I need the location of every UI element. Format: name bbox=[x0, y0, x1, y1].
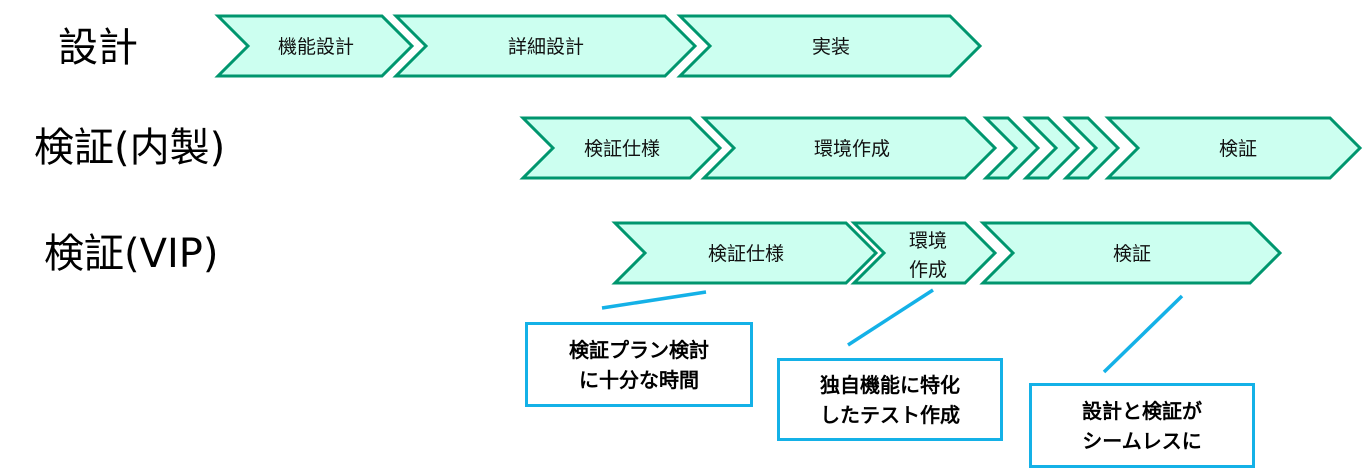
chevron-label: 環境 bbox=[909, 230, 947, 252]
chevron-implementation bbox=[676, 14, 983, 78]
vip-verification-phase-row: 検証仕様 環境 作成 検証 bbox=[611, 221, 1283, 285]
callout-line: 設計と検証が bbox=[1082, 398, 1202, 423]
chevron-iteration bbox=[982, 116, 1041, 180]
chevron-label: 検証仕様 bbox=[708, 243, 784, 265]
callout-line: シームレスに bbox=[1082, 428, 1202, 453]
chevron-label: 検証仕様 bbox=[584, 138, 660, 160]
chevron-verification-spec bbox=[611, 221, 879, 285]
callout-box-planning-time: 検証プラン検討 に十分な時間 bbox=[525, 322, 753, 407]
chevron-label: 環境作成 bbox=[814, 138, 890, 160]
design-phase-row: 機能設計 詳細設計 実装 bbox=[214, 14, 983, 78]
chevron-verification bbox=[1104, 116, 1363, 180]
callout-line: 独自機能に特化 bbox=[820, 372, 960, 397]
callout-leader-line bbox=[847, 288, 934, 347]
chevron-label: 実装 bbox=[812, 36, 850, 58]
chevron-environment-setup bbox=[850, 221, 998, 285]
callout-line: に十分な時間 bbox=[579, 367, 699, 392]
chevron-verification bbox=[979, 221, 1283, 285]
callout-line: したテスト作成 bbox=[820, 402, 960, 427]
callout-box-seamless: 設計と検証が シームレスに bbox=[1029, 383, 1255, 468]
callout-box-custom-tests: 独自機能に特化 したテスト作成 bbox=[777, 358, 1003, 441]
chevron-functional-design bbox=[214, 14, 415, 78]
callout-leader-line bbox=[1102, 294, 1184, 374]
row-label-verification-inhouse: 検証(内製) bbox=[34, 125, 226, 171]
chevron-iteration bbox=[1062, 116, 1121, 180]
chevron-verification-spec bbox=[519, 116, 723, 180]
row-label-verification-vip: 検証(VIP) bbox=[44, 231, 219, 277]
inhouse-verification-phase-row: 検証仕様 環境作成 検証 bbox=[519, 116, 1363, 180]
chevron-environment-setup bbox=[700, 116, 998, 180]
chevron-label: 詳細設計 bbox=[508, 36, 584, 58]
chevron-label: 検証 bbox=[1219, 138, 1257, 160]
chevron-label: 作成 bbox=[909, 259, 947, 281]
callout-line: 検証プラン検討 bbox=[569, 337, 709, 362]
chevron-detailed-design bbox=[392, 14, 698, 78]
chevron-label: 機能設計 bbox=[278, 36, 354, 58]
chevron-label: 検証 bbox=[1113, 243, 1151, 265]
row-label-design: 設計 bbox=[58, 25, 138, 71]
chevron-iteration bbox=[1022, 116, 1081, 180]
callout-leader-line bbox=[601, 290, 707, 310]
